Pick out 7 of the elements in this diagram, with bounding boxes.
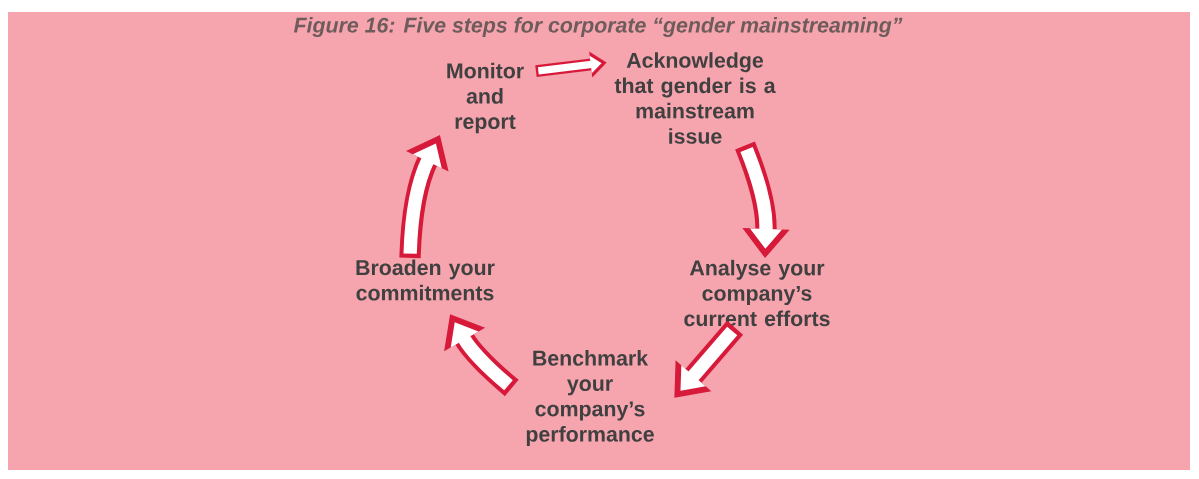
step-label: Benchmark your company’s performance — [526, 350, 654, 446]
step-label: Broaden your commitments — [356, 259, 495, 301]
step-label: Acknowledge that gender is a mainstream issue — [614, 52, 776, 144]
block-arrow — [674, 320, 744, 398]
figure-title: Figure 16: Five steps for corporate “gender mainstreaming” — [293, 17, 903, 37]
step-label: Analyse your company’s current efforts — [684, 259, 830, 327]
step-label: Monitor and report — [447, 62, 524, 134]
